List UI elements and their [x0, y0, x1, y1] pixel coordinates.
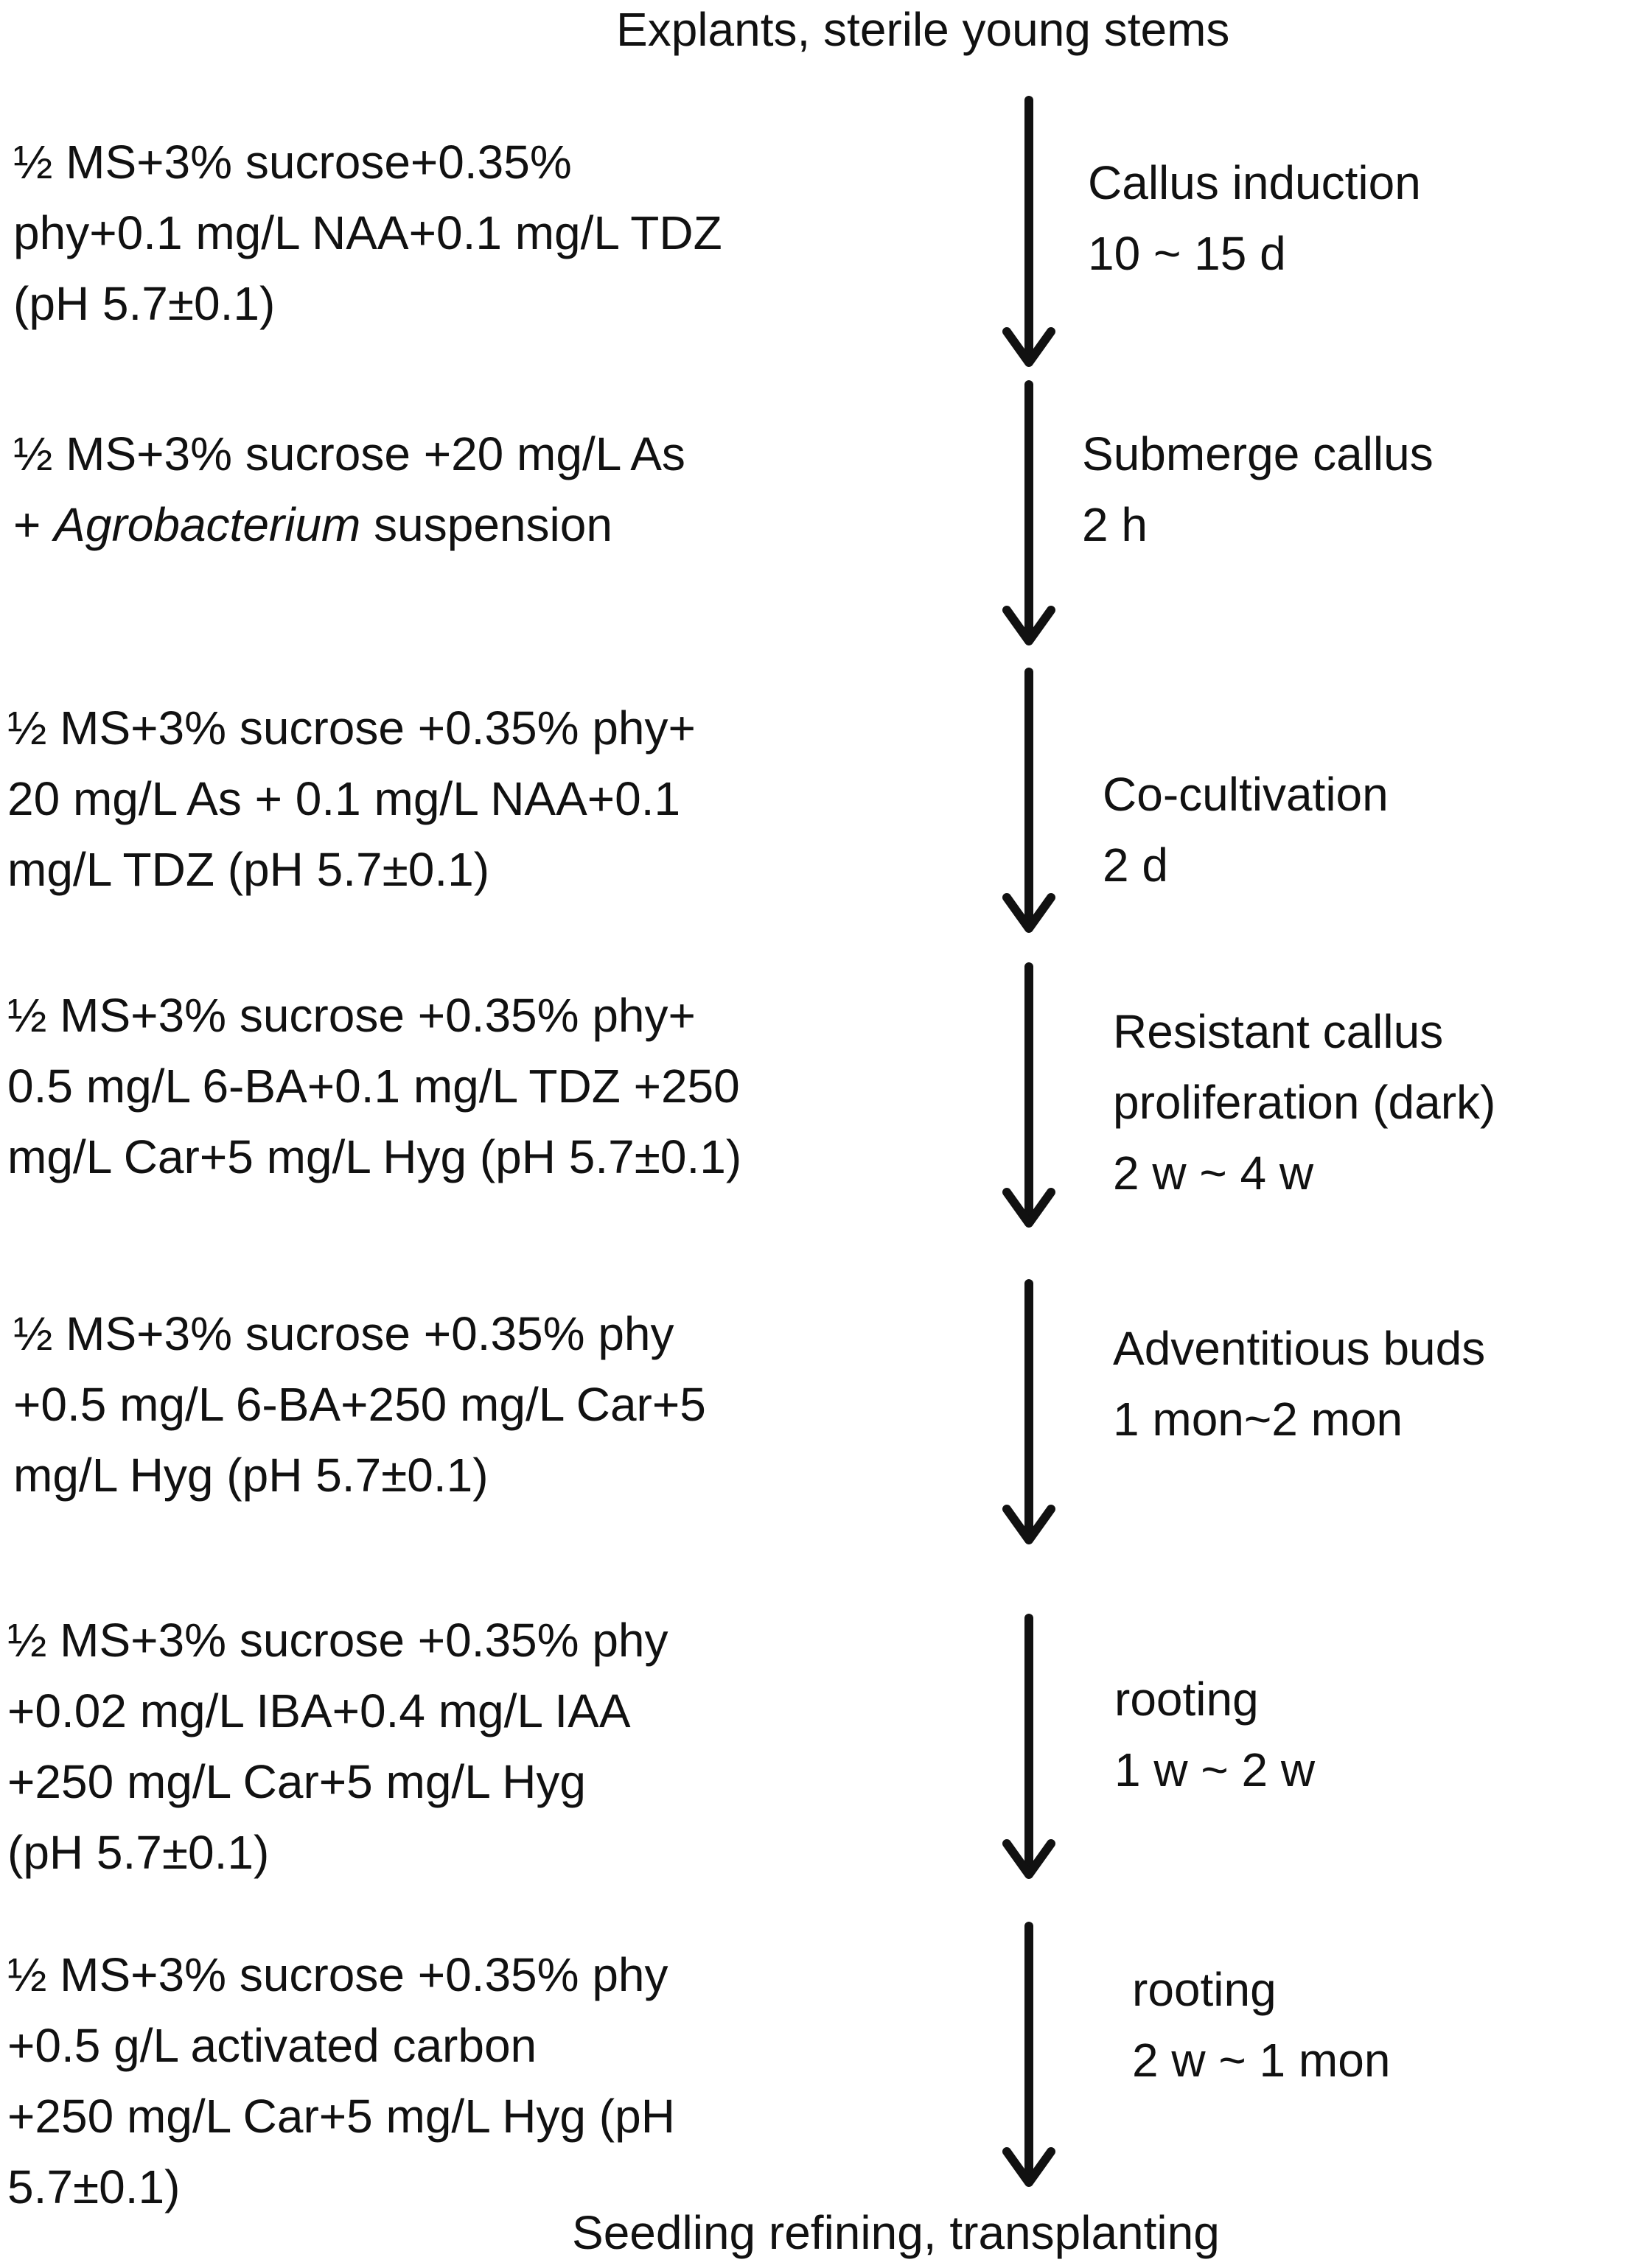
step-3-stage-duration: 2 d: [1103, 839, 1168, 892]
step-1-stage-duration: 10 ~ 15 d: [1088, 227, 1286, 280]
arrow-2-icon: [1002, 380, 1055, 645]
arrow-1-icon: [1002, 96, 1055, 367]
step-5-medium-line-1: ½ MS+3% sucrose +0.35% phy: [13, 1307, 674, 1360]
step-6-medium-line-3: +250 mg/L Car+5 mg/L Hyg: [7, 1755, 586, 1808]
step-6-stage: rooting 1 w ~ 2 w: [1114, 1664, 1315, 1805]
step-7-medium-line-1: ½ MS+3% sucrose +0.35% phy: [7, 1948, 668, 2001]
step-3-medium-line-3: mg/L TDZ (pH 5.7±0.1): [7, 843, 489, 896]
step-4-medium-line-1: ½ MS+3% sucrose +0.35% phy+: [7, 989, 696, 1042]
step-5-stage: Adventitious buds 1 mon~2 mon: [1113, 1313, 1485, 1455]
step-7-medium-line-4: 5.7±0.1): [7, 2160, 181, 2213]
step-4-stage-duration: 2 w ~ 4 w: [1113, 1147, 1314, 1200]
step-6-medium-line-1: ½ MS+3% sucrose +0.35% phy: [7, 1614, 668, 1667]
step-4-medium-line-3: mg/L Car+5 mg/L Hyg (pH 5.7±0.1): [7, 1130, 742, 1183]
arrow-6-icon: [1002, 1614, 1055, 1879]
step-1-medium-line-1: ½ MS+3% sucrose+0.35%: [13, 136, 572, 189]
step-7-stage-duration: 2 w ~ 1 mon: [1132, 2034, 1391, 2087]
step-2-medium-line-2-prefix: +: [13, 498, 55, 551]
agrobacterium-term: Agrobacterium: [54, 498, 361, 551]
step-3-stage: Co-cultivation 2 d: [1103, 759, 1389, 900]
arrow-5-icon: [1002, 1279, 1055, 1544]
step-3-medium-line-1: ½ MS+3% sucrose +0.35% phy+: [7, 701, 696, 755]
step-1-stage: Callus induction 10 ~ 15 d: [1088, 147, 1421, 289]
step-4-medium: ½ MS+3% sucrose +0.35% phy+ 0.5 mg/L 6-B…: [7, 980, 741, 1192]
step-6-medium-line-4: (pH 5.7±0.1): [7, 1826, 270, 1879]
step-6-medium: ½ MS+3% sucrose +0.35% phy +0.02 mg/L IB…: [7, 1605, 668, 1888]
step-5-medium-line-3: mg/L Hyg (pH 5.7±0.1): [13, 1449, 489, 1502]
step-6-medium-line-2: +0.02 mg/L IBA+0.4 mg/L IAA: [7, 1684, 631, 1737]
step-1-medium-line-2: phy+0.1 mg/L NAA+0.1 mg/L TDZ: [13, 206, 722, 259]
step-2-stage-name: Submerge callus: [1082, 427, 1434, 480]
arrow-3-icon: [1002, 668, 1055, 933]
step-6-stage-name: rooting: [1114, 1673, 1259, 1726]
step-2-medium: ½ MS+3% sucrose +20 mg/L As + Agrobacter…: [13, 419, 685, 560]
end-label: Seedling refining, transplanting: [572, 2206, 1220, 2259]
step-1-medium: ½ MS+3% sucrose+0.35% phy+0.1 mg/L NAA+0…: [13, 127, 722, 339]
step-2-medium-line-2: + Agrobacterium suspension: [13, 489, 685, 560]
step-3-stage-name: Co-cultivation: [1103, 768, 1389, 821]
step-5-stage-duration: 1 mon~2 mon: [1113, 1393, 1403, 1446]
step-7-medium: ½ MS+3% sucrose +0.35% phy +0.5 g/L acti…: [7, 1939, 675, 2222]
step-4-medium-line-2: 0.5 mg/L 6-BA+0.1 mg/L TDZ +250: [7, 1060, 740, 1113]
step-6-stage-duration: 1 w ~ 2 w: [1114, 1743, 1316, 1796]
step-2-medium-line-1: ½ MS+3% sucrose +20 mg/L As: [13, 427, 685, 480]
step-7-medium-line-2: +0.5 g/L activated carbon: [7, 2019, 537, 2072]
step-2-stage: Submerge callus 2 h: [1082, 419, 1434, 560]
step-4-stage-detail: proliferation (dark): [1113, 1076, 1496, 1129]
step-5-stage-name: Adventitious buds: [1113, 1322, 1486, 1375]
step-5-medium: ½ MS+3% sucrose +0.35% phy +0.5 mg/L 6-B…: [13, 1298, 706, 1511]
arrow-7-icon: [1002, 1922, 1055, 2187]
step-7-medium-line-3: +250 mg/L Car+5 mg/L Hyg (pH: [7, 2090, 675, 2143]
start-label: Explants, sterile young stems: [616, 3, 1230, 56]
step-3-medium-line-2: 20 mg/L As + 0.1 mg/L NAA+0.1: [7, 772, 681, 825]
arrow-4-icon: [1002, 962, 1055, 1228]
step-5-medium-line-2: +0.5 mg/L 6-BA+250 mg/L Car+5: [13, 1378, 706, 1431]
step-3-medium: ½ MS+3% sucrose +0.35% phy+ 20 mg/L As +…: [7, 693, 696, 905]
step-1-stage-name: Callus induction: [1088, 156, 1421, 209]
step-7-stage-name: rooting: [1132, 1963, 1277, 2016]
step-1-medium-line-3: (pH 5.7±0.1): [13, 277, 276, 330]
step-4-stage: Resistant callus proliferation (dark) 2 …: [1113, 996, 1495, 1208]
step-2-stage-duration: 2 h: [1082, 498, 1148, 551]
step-2-medium-line-2-suffix: suspension: [360, 498, 612, 551]
step-7-stage: rooting 2 w ~ 1 mon: [1132, 1954, 1390, 2096]
step-4-stage-name: Resistant callus: [1113, 1005, 1444, 1058]
